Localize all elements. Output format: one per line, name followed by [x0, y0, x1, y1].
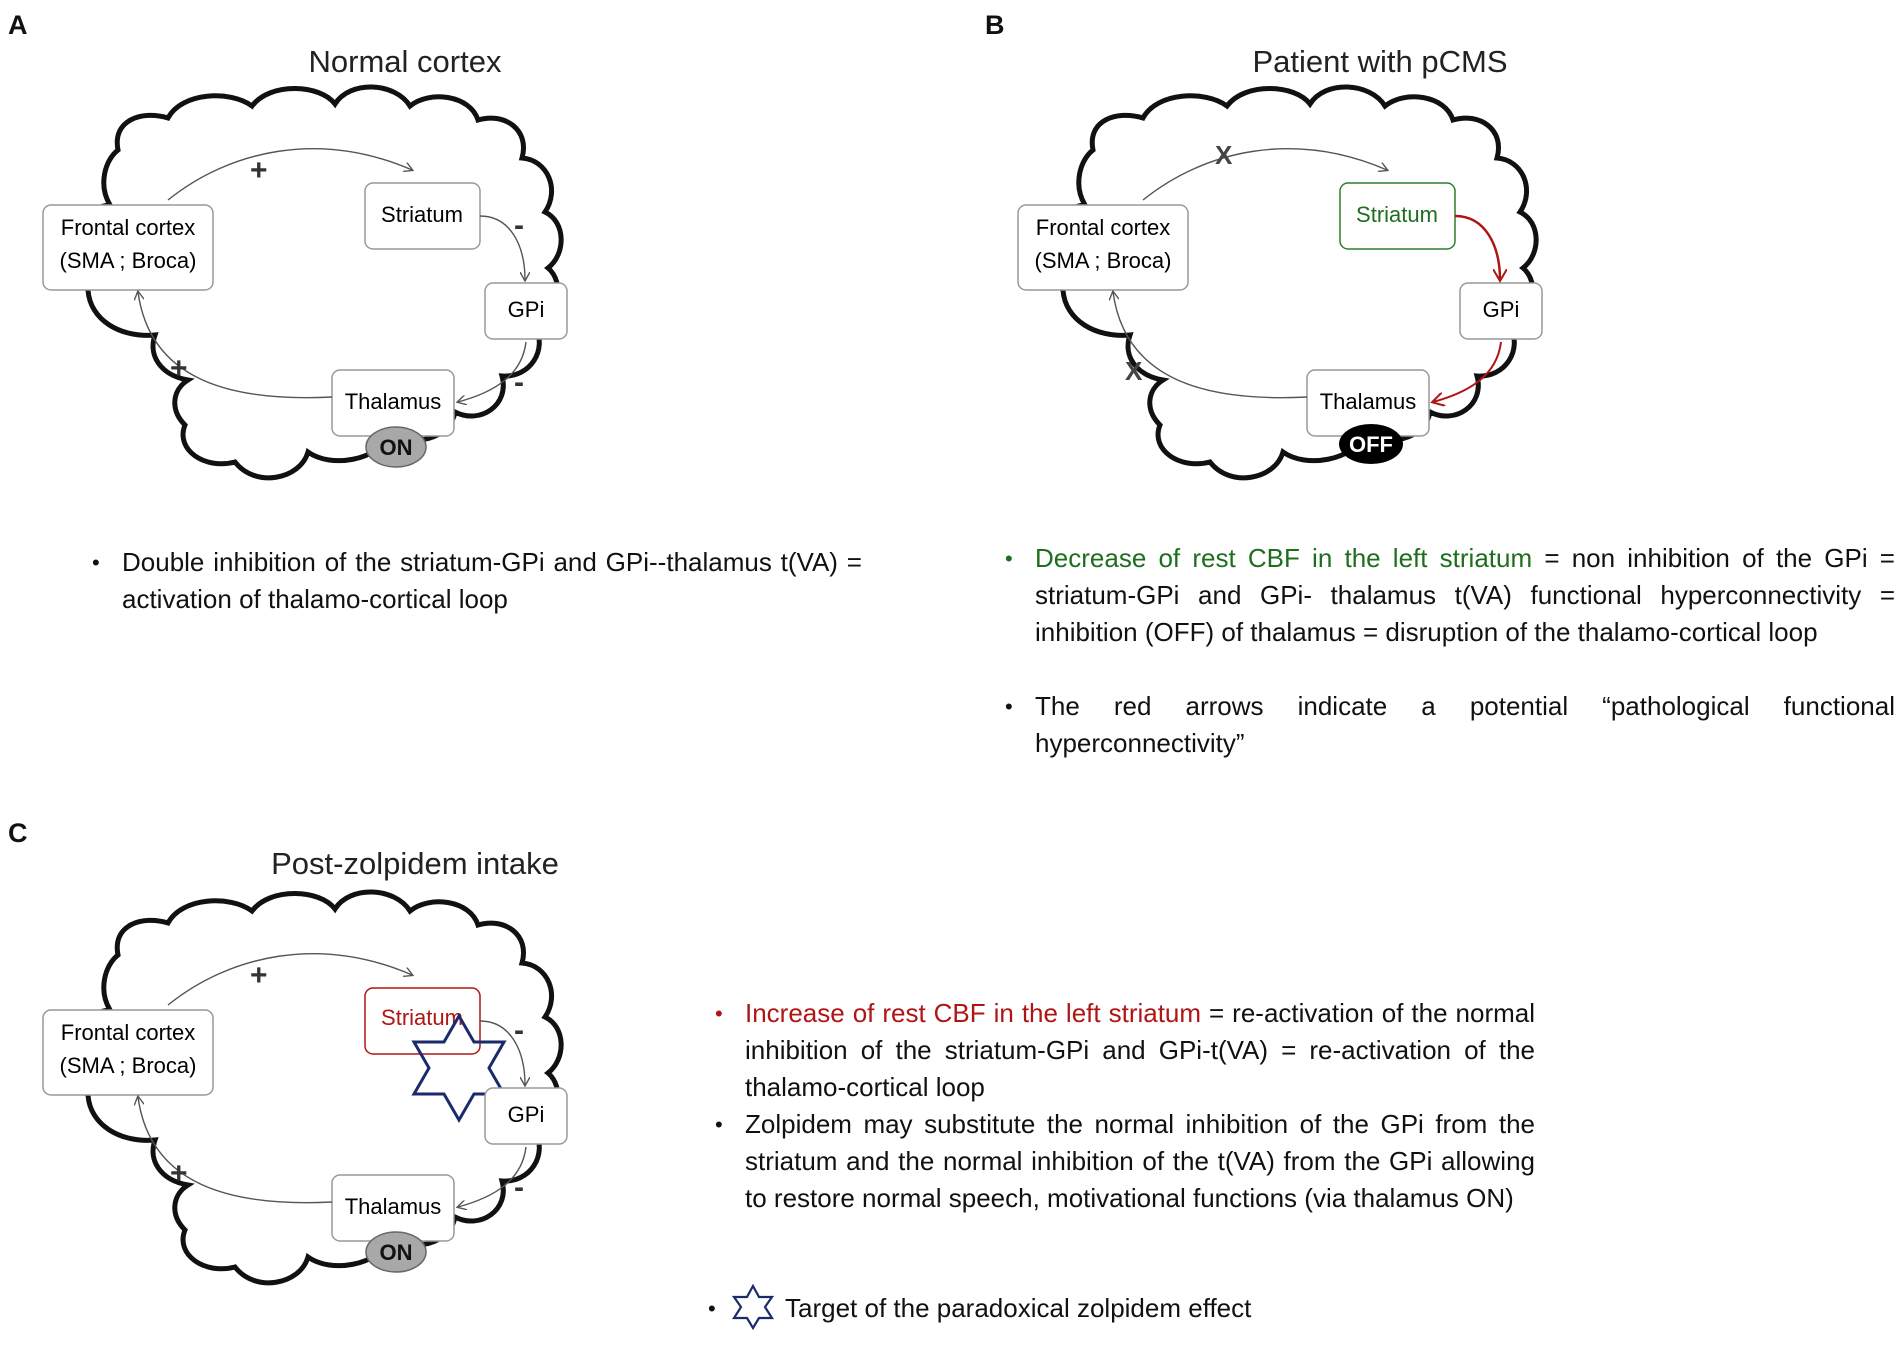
brain-outline [76, 84, 564, 481]
panel-b-bullet-1-text: = non inhibition of the GPi = striatum-G… [1035, 543, 1895, 647]
bullet-dot: • [715, 1112, 723, 1137]
bullet-dot: • [715, 1001, 723, 1026]
frontal-cortex-box [42, 1009, 214, 1096]
arrow-thalamus-frontal [138, 1097, 333, 1204]
star-icon [411, 1012, 507, 1124]
arrow-frontal-striatum [1142, 148, 1387, 201]
panel-b-highlight: Decrease of rest CBF in the left striatu… [1035, 543, 1533, 573]
thalamus-label: Thalamus [1320, 389, 1417, 414]
gpi-label: GPi [1483, 297, 1520, 322]
panel-c-letter: C [8, 818, 28, 848]
frontal-cortex-box [42, 204, 214, 291]
bullet-dot: • [1005, 546, 1013, 571]
frontal-cortex-label-1: Frontal cortex [1036, 215, 1171, 240]
on-badge-label: ON [380, 1240, 413, 1265]
arrow-gpi-thalamus [458, 341, 527, 402]
panel-b-title: Patient with pCMS [1252, 44, 1508, 79]
sign-plus-left: + [170, 1157, 188, 1190]
panel-a-letter: A [8, 10, 28, 40]
panel-c-bullet-2: • Zolpidem may substitute the normal inh… [715, 1106, 1535, 1217]
thalamus-label: Thalamus [345, 1194, 442, 1219]
arrow-striatum-gpi-red [1454, 214, 1500, 280]
panel-b-bullet-2: • The red arrows indicate a potential “p… [1005, 688, 1895, 762]
on-badge [365, 1231, 427, 1273]
bullet-dot: • [708, 1296, 716, 1321]
arrow-frontal-striatum [167, 953, 412, 1006]
brain-outline [76, 889, 564, 1286]
legend-text: Target of the paradoxical zolpidem effec… [785, 1293, 1252, 1323]
sign-minus-striatum-gpi: - [514, 209, 524, 242]
arrow-thalamus-frontal [138, 292, 333, 399]
panel-a-bullet-1: • Double inhibition of the striatum-GPi … [92, 544, 862, 618]
panel-a-title: Normal cortex [308, 44, 502, 79]
gpi-label: GPi [508, 297, 545, 322]
on-badge-label: ON [380, 435, 413, 460]
panel-c-title: Post-zolpidem intake [271, 846, 559, 881]
frontal-cortex-label-2: (SMA ; Broca) [1035, 248, 1172, 273]
panel-a-diagram: Frontal cortex (SMA ; Broca) Striatum GP… [42, 84, 568, 481]
arrow-gpi-thalamus-red [1433, 341, 1502, 402]
gpi-box [1459, 282, 1543, 340]
gpi-box [484, 282, 568, 340]
panel-c-bullet-1-text: = re-activation of the normal inhibition… [745, 998, 1536, 1102]
off-badge [1339, 424, 1403, 464]
panel-c-diagram: Frontal cortex (SMA ; Broca) Striatum GP… [42, 889, 568, 1286]
gpi-label: GPi [508, 1102, 545, 1127]
panel-c-highlight: Increase of rest CBF in the left striatu… [745, 998, 1202, 1028]
arrow-striatum-gpi [479, 1020, 525, 1085]
off-badge-label: OFF [1349, 432, 1393, 457]
striatum-label: Striatum [381, 202, 463, 227]
thalamus-label: Thalamus [345, 389, 442, 414]
brain-outline [1051, 84, 1539, 481]
sign-plus-top: + [250, 959, 268, 992]
panel-b-bullet-1: • Decrease of rest CBF in the left stria… [1005, 540, 1895, 651]
panel-b-letter: B [985, 10, 1005, 40]
frontal-cortex-box [1017, 204, 1189, 291]
gpi-box [484, 1087, 568, 1145]
arrow-striatum-gpi [479, 215, 525, 280]
panel-b-diagram: Frontal cortex (SMA ; Broca) Striatum GP… [1017, 84, 1543, 481]
on-badge [365, 426, 427, 468]
striatum-label: Striatum [381, 1005, 463, 1030]
sign-minus-gpi-thalamus: - [514, 366, 524, 399]
striatum-label: Striatum [1356, 202, 1438, 227]
frontal-cortex-label-1: Frontal cortex [61, 1020, 196, 1045]
sign-x-left: X [1125, 356, 1143, 386]
panel-c-legend: • Target of the paradoxical zolpidem eff… [708, 1284, 1380, 1330]
panel-c-bullet-1: • Increase of rest CBF in the left stria… [715, 995, 1536, 1106]
bullet-dot: • [92, 550, 100, 575]
sign-x-top: X [1215, 140, 1233, 170]
sign-plus-top: + [250, 154, 268, 187]
frontal-cortex-label-1: Frontal cortex [61, 215, 196, 240]
sign-plus-left: + [170, 352, 188, 385]
frontal-cortex-label-2: (SMA ; Broca) [60, 248, 197, 273]
arrow-thalamus-frontal [1113, 292, 1308, 399]
arrow-frontal-striatum [167, 148, 412, 201]
frontal-cortex-label-2: (SMA ; Broca) [60, 1053, 197, 1078]
sign-minus-striatum-gpi: - [514, 1014, 524, 1047]
arrow-gpi-thalamus [458, 1146, 527, 1207]
star-legend-icon [731, 1284, 775, 1330]
bullet-dot: • [1005, 694, 1013, 719]
sign-minus-gpi-thalamus: - [514, 1171, 524, 1204]
